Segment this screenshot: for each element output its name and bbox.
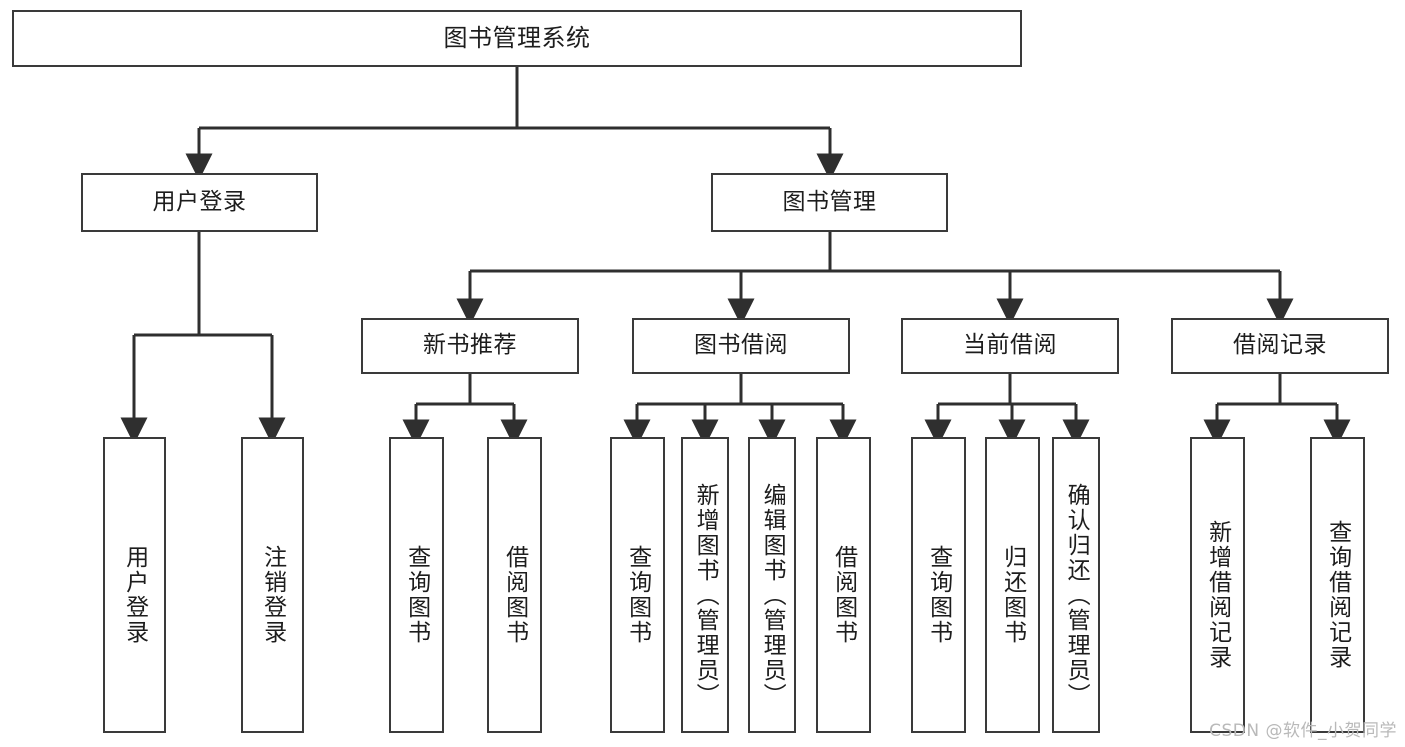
- node-label: 图书管理: [782, 188, 877, 215]
- node-label: 新书推荐: [423, 332, 517, 359]
- node-label: 借阅记录: [1233, 332, 1327, 359]
- node-leaf-query-book-borrow[interactable]: 查询图书: [610, 437, 665, 733]
- node-leaf-query-book-current[interactable]: 查询图书: [911, 437, 966, 733]
- node-book-borrow[interactable]: 图书借阅: [632, 318, 850, 374]
- node-leaf-borrow-book[interactable]: 借阅图书: [816, 437, 871, 733]
- csdn-watermark: CSDN @软件_小贺同学: [1209, 721, 1397, 741]
- node-label: 编辑图书（管理员）: [759, 482, 786, 708]
- node-label: 归还图书: [999, 545, 1026, 645]
- node-leaf-query-borrow-record[interactable]: 查询借阅记录: [1310, 437, 1365, 733]
- node-label: 图书借阅: [694, 332, 788, 359]
- node-label: 确认归还（管理员）: [1063, 482, 1090, 708]
- node-label: 借阅图书: [501, 545, 528, 645]
- node-leaf-user-login[interactable]: 用户登录: [103, 437, 166, 733]
- node-label: 图书管理系统: [443, 24, 591, 53]
- node-leaf-query-book-recommend[interactable]: 查询图书: [389, 437, 444, 733]
- node-label: 查询图书: [403, 545, 430, 645]
- node-label: 新增借阅记录: [1204, 520, 1231, 670]
- node-label: 用户登录: [152, 188, 247, 215]
- node-label: 新增图书（管理员）: [692, 482, 719, 708]
- node-label: 注销登录: [259, 545, 286, 645]
- node-borrow-record[interactable]: 借阅记录: [1171, 318, 1389, 374]
- node-current-borrow[interactable]: 当前借阅: [901, 318, 1119, 374]
- node-user-login[interactable]: 用户登录: [81, 173, 318, 232]
- node-new-book-recommend[interactable]: 新书推荐: [361, 318, 579, 374]
- node-leaf-confirm-return-admin[interactable]: 确认归还（管理员）: [1052, 437, 1100, 733]
- node-label: 用户登录: [121, 545, 148, 645]
- node-leaf-edit-book-admin[interactable]: 编辑图书（管理员）: [748, 437, 796, 733]
- node-leaf-borrow-book-recommend[interactable]: 借阅图书: [487, 437, 542, 733]
- node-leaf-return-book[interactable]: 归还图书: [985, 437, 1040, 733]
- node-system-title[interactable]: 图书管理系统: [12, 10, 1022, 67]
- node-label: 查询借阅记录: [1324, 520, 1351, 670]
- node-label: 借阅图书: [830, 545, 857, 645]
- node-label: 查询图书: [925, 545, 952, 645]
- node-leaf-add-borrow-record[interactable]: 新增借阅记录: [1190, 437, 1245, 733]
- node-label: 查询图书: [624, 545, 651, 645]
- node-label: 当前借阅: [963, 332, 1057, 359]
- node-leaf-logout-login[interactable]: 注销登录: [241, 437, 304, 733]
- node-book-management[interactable]: 图书管理: [711, 173, 948, 232]
- node-leaf-add-book-admin[interactable]: 新增图书（管理员）: [681, 437, 729, 733]
